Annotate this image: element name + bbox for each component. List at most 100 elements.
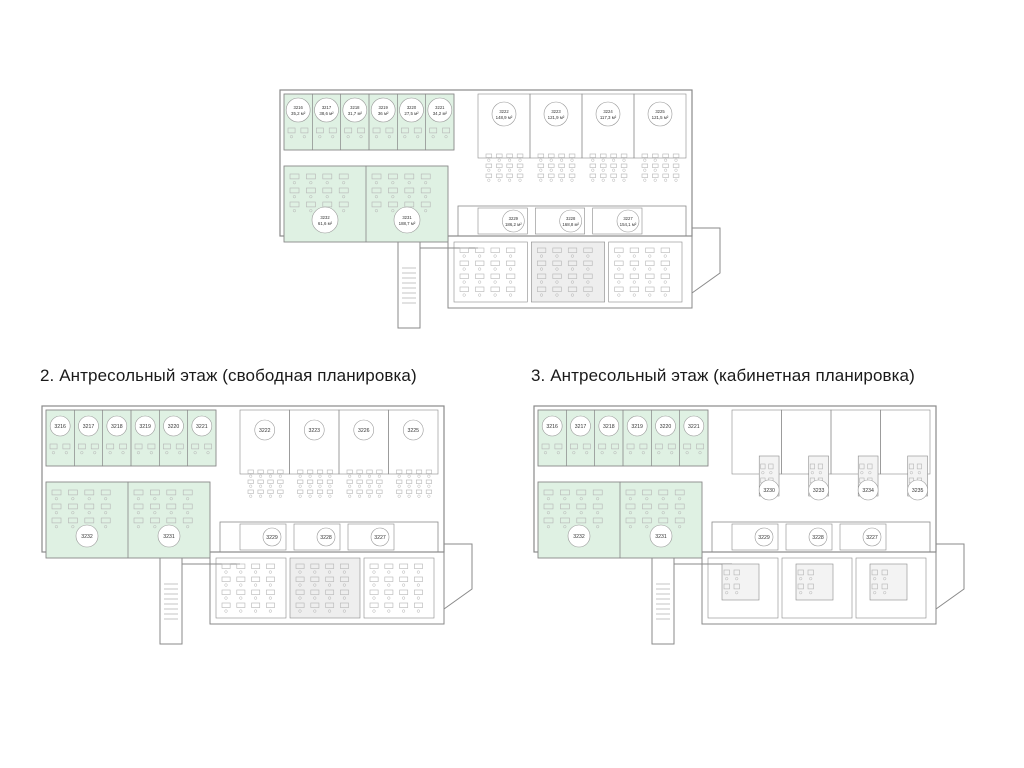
chair bbox=[570, 178, 574, 182]
chair bbox=[478, 293, 482, 297]
desk bbox=[658, 503, 669, 510]
room-label-circle bbox=[655, 415, 676, 437]
room-area: 188,7 м² bbox=[399, 221, 416, 226]
chair bbox=[416, 570, 420, 574]
desk bbox=[537, 273, 547, 279]
chair bbox=[313, 570, 317, 574]
room-area: 61,6 м² bbox=[318, 221, 333, 226]
room-label-circle bbox=[907, 479, 928, 501]
desk bbox=[247, 489, 254, 494]
desk bbox=[295, 589, 305, 595]
chair bbox=[735, 577, 739, 581]
room-number: 3218 bbox=[603, 424, 615, 430]
desk bbox=[425, 479, 432, 484]
desk bbox=[629, 273, 639, 279]
chair bbox=[628, 451, 633, 455]
desk bbox=[733, 583, 740, 590]
room-area: 36 м² bbox=[378, 111, 389, 116]
chair bbox=[268, 609, 272, 613]
desk bbox=[404, 201, 415, 208]
room-label-circle bbox=[626, 415, 648, 437]
desk bbox=[614, 247, 624, 253]
desk bbox=[366, 469, 373, 474]
desk bbox=[266, 602, 275, 608]
chair bbox=[254, 596, 258, 600]
desk bbox=[658, 517, 669, 524]
chair bbox=[374, 181, 378, 185]
desk bbox=[916, 463, 922, 470]
chair bbox=[596, 497, 600, 501]
desk bbox=[614, 273, 624, 279]
desk bbox=[68, 489, 78, 496]
chair bbox=[318, 484, 322, 488]
desk bbox=[236, 602, 246, 608]
chair bbox=[268, 570, 272, 574]
desk bbox=[567, 286, 578, 292]
desk bbox=[641, 173, 649, 178]
desk bbox=[625, 489, 636, 496]
desk bbox=[610, 173, 617, 178]
desk bbox=[442, 127, 450, 134]
chair bbox=[71, 511, 75, 515]
chair bbox=[104, 525, 108, 529]
desk bbox=[459, 247, 469, 253]
chair bbox=[539, 293, 544, 297]
corridor bbox=[711, 521, 931, 553]
chair bbox=[302, 135, 306, 139]
chair bbox=[617, 254, 621, 258]
chair bbox=[186, 497, 190, 501]
desk bbox=[871, 583, 878, 590]
desk bbox=[356, 489, 363, 494]
desk bbox=[660, 260, 670, 266]
chair bbox=[348, 474, 352, 478]
desk bbox=[420, 187, 431, 194]
lower-office bbox=[453, 241, 528, 303]
chair bbox=[462, 267, 466, 271]
room-number: 3230 bbox=[763, 488, 775, 494]
chair bbox=[509, 254, 513, 258]
desk bbox=[625, 503, 636, 510]
room-label-circle bbox=[370, 97, 396, 123]
east-annex bbox=[935, 543, 965, 610]
chair bbox=[539, 178, 543, 182]
desk bbox=[310, 576, 320, 582]
chair bbox=[883, 591, 887, 595]
chair bbox=[292, 181, 296, 185]
desk bbox=[660, 247, 670, 253]
chair bbox=[342, 570, 346, 574]
desk bbox=[645, 286, 655, 292]
desk bbox=[396, 489, 403, 494]
desk bbox=[251, 602, 261, 608]
desk bbox=[674, 503, 685, 510]
desk bbox=[221, 589, 231, 595]
desk bbox=[655, 443, 663, 450]
desk bbox=[414, 602, 423, 608]
room-number: 3216 bbox=[294, 105, 304, 110]
open-room bbox=[619, 481, 703, 559]
chair bbox=[478, 254, 482, 258]
chair bbox=[539, 254, 544, 258]
desk bbox=[257, 479, 264, 484]
chair bbox=[560, 158, 564, 162]
desk bbox=[300, 127, 309, 134]
room-label-circle bbox=[316, 527, 336, 547]
chair bbox=[809, 577, 813, 581]
desk bbox=[797, 583, 804, 590]
chair bbox=[431, 135, 435, 139]
chair bbox=[136, 525, 140, 529]
desk bbox=[881, 583, 888, 590]
chair bbox=[224, 583, 228, 587]
desk bbox=[568, 173, 576, 178]
desk bbox=[614, 260, 624, 266]
desk bbox=[645, 273, 655, 279]
chair bbox=[153, 497, 157, 501]
chair bbox=[632, 280, 636, 284]
desk bbox=[356, 469, 363, 474]
desk bbox=[660, 273, 670, 279]
desk bbox=[459, 273, 469, 279]
chair bbox=[298, 474, 302, 478]
desk bbox=[506, 153, 513, 158]
desk bbox=[610, 153, 617, 158]
chair bbox=[555, 280, 559, 284]
desk bbox=[568, 153, 576, 158]
